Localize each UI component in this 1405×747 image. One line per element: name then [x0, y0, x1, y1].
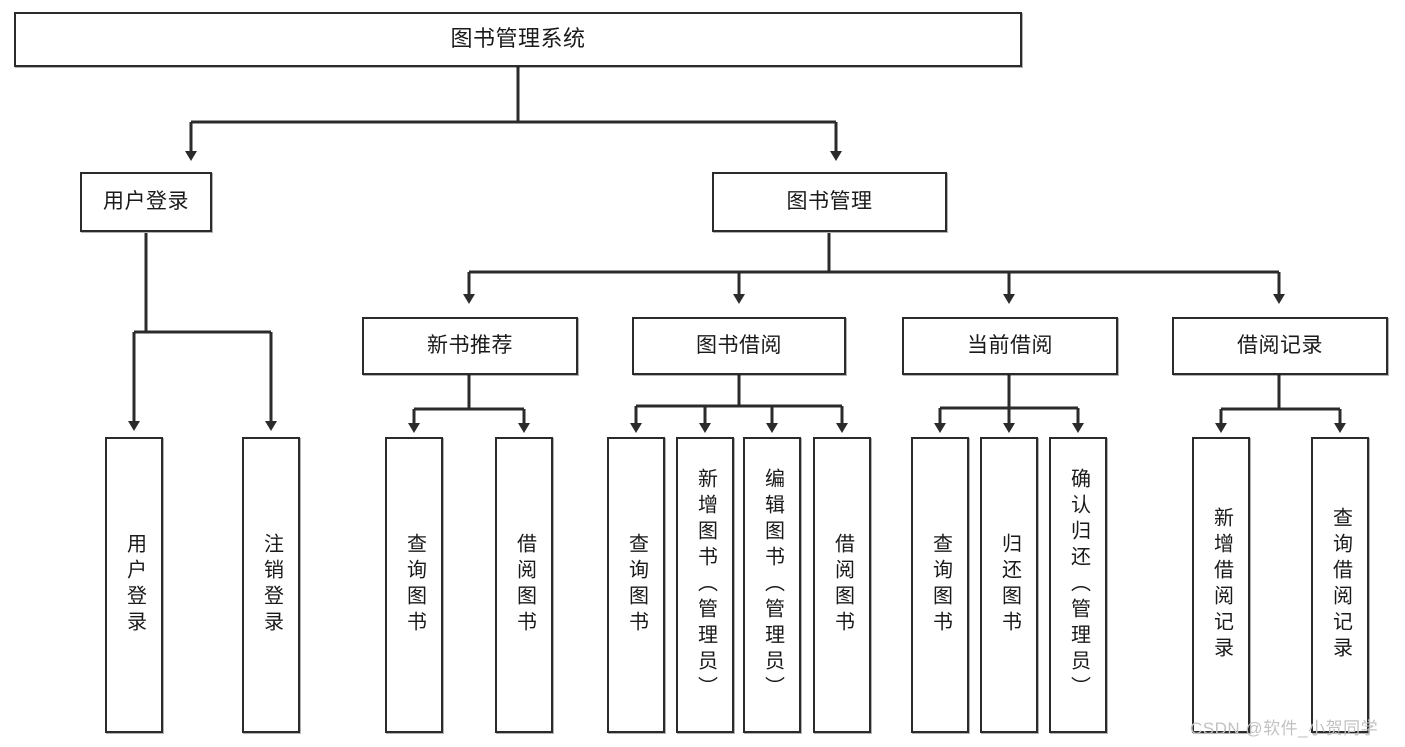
node-book-manage[interactable]: 图书管理 — [712, 172, 947, 232]
node-label: 借阅记录 — [1237, 334, 1323, 358]
node-label: 归还图书 — [998, 533, 1021, 637]
node-leaf-user-login[interactable]: 用户登录 — [105, 437, 163, 733]
node-label: 新增借阅记录 — [1210, 507, 1233, 663]
node-label: 借阅图书 — [831, 533, 854, 637]
node-leaf-edit-book[interactable]: 编辑图书（管理员） — [743, 437, 801, 733]
node-user-login[interactable]: 用户登录 — [80, 172, 212, 232]
node-label: 新增图书（管理员） — [694, 468, 717, 702]
node-leaf-query-record[interactable]: 查询借阅记录 — [1311, 437, 1369, 733]
node-leaf-logout[interactable]: 注销登录 — [242, 437, 300, 733]
node-label: 用户登录 — [123, 533, 146, 637]
node-leaf-query-book-3[interactable]: 查询图书 — [911, 437, 969, 733]
node-label: 确认归还（管理员） — [1067, 468, 1090, 702]
node-current-borrow[interactable]: 当前借阅 — [902, 317, 1118, 375]
node-leaf-query-book-2[interactable]: 查询图书 — [607, 437, 665, 733]
node-leaf-confirm-return[interactable]: 确认归还（管理员） — [1049, 437, 1107, 733]
node-label: 借阅图书 — [513, 533, 536, 637]
node-label: 图书借阅 — [696, 334, 782, 358]
node-leaf-add-book[interactable]: 新增图书（管理员） — [676, 437, 734, 733]
node-label: 查询图书 — [625, 533, 648, 637]
node-new-book-recommend[interactable]: 新书推荐 — [362, 317, 578, 375]
node-label: 查询借阅记录 — [1329, 507, 1352, 663]
node-book-borrow[interactable]: 图书借阅 — [632, 317, 846, 375]
node-root-system[interactable]: 图书管理系统 — [14, 12, 1022, 67]
node-leaf-return-book[interactable]: 归还图书 — [980, 437, 1038, 733]
node-label: 查询图书 — [403, 533, 426, 637]
csdn-watermark: CSDN @软件_小贺同学 — [1190, 719, 1379, 738]
node-label: 图书管理 — [786, 190, 873, 214]
node-label: 用户登录 — [103, 190, 189, 214]
node-borrow-record[interactable]: 借阅记录 — [1172, 317, 1388, 375]
node-label: 当前借阅 — [967, 334, 1053, 358]
node-leaf-borrow-book-2[interactable]: 借阅图书 — [813, 437, 871, 733]
node-leaf-query-book-1[interactable]: 查询图书 — [385, 437, 443, 733]
node-label: 新书推荐 — [427, 334, 513, 358]
node-label: 图书管理系统 — [450, 26, 586, 52]
node-leaf-borrow-book-1[interactable]: 借阅图书 — [495, 437, 553, 733]
node-leaf-add-record[interactable]: 新增借阅记录 — [1192, 437, 1250, 733]
node-label: 注销登录 — [260, 533, 283, 637]
node-label: 查询图书 — [929, 533, 952, 637]
node-label: 编辑图书（管理员） — [761, 468, 784, 702]
